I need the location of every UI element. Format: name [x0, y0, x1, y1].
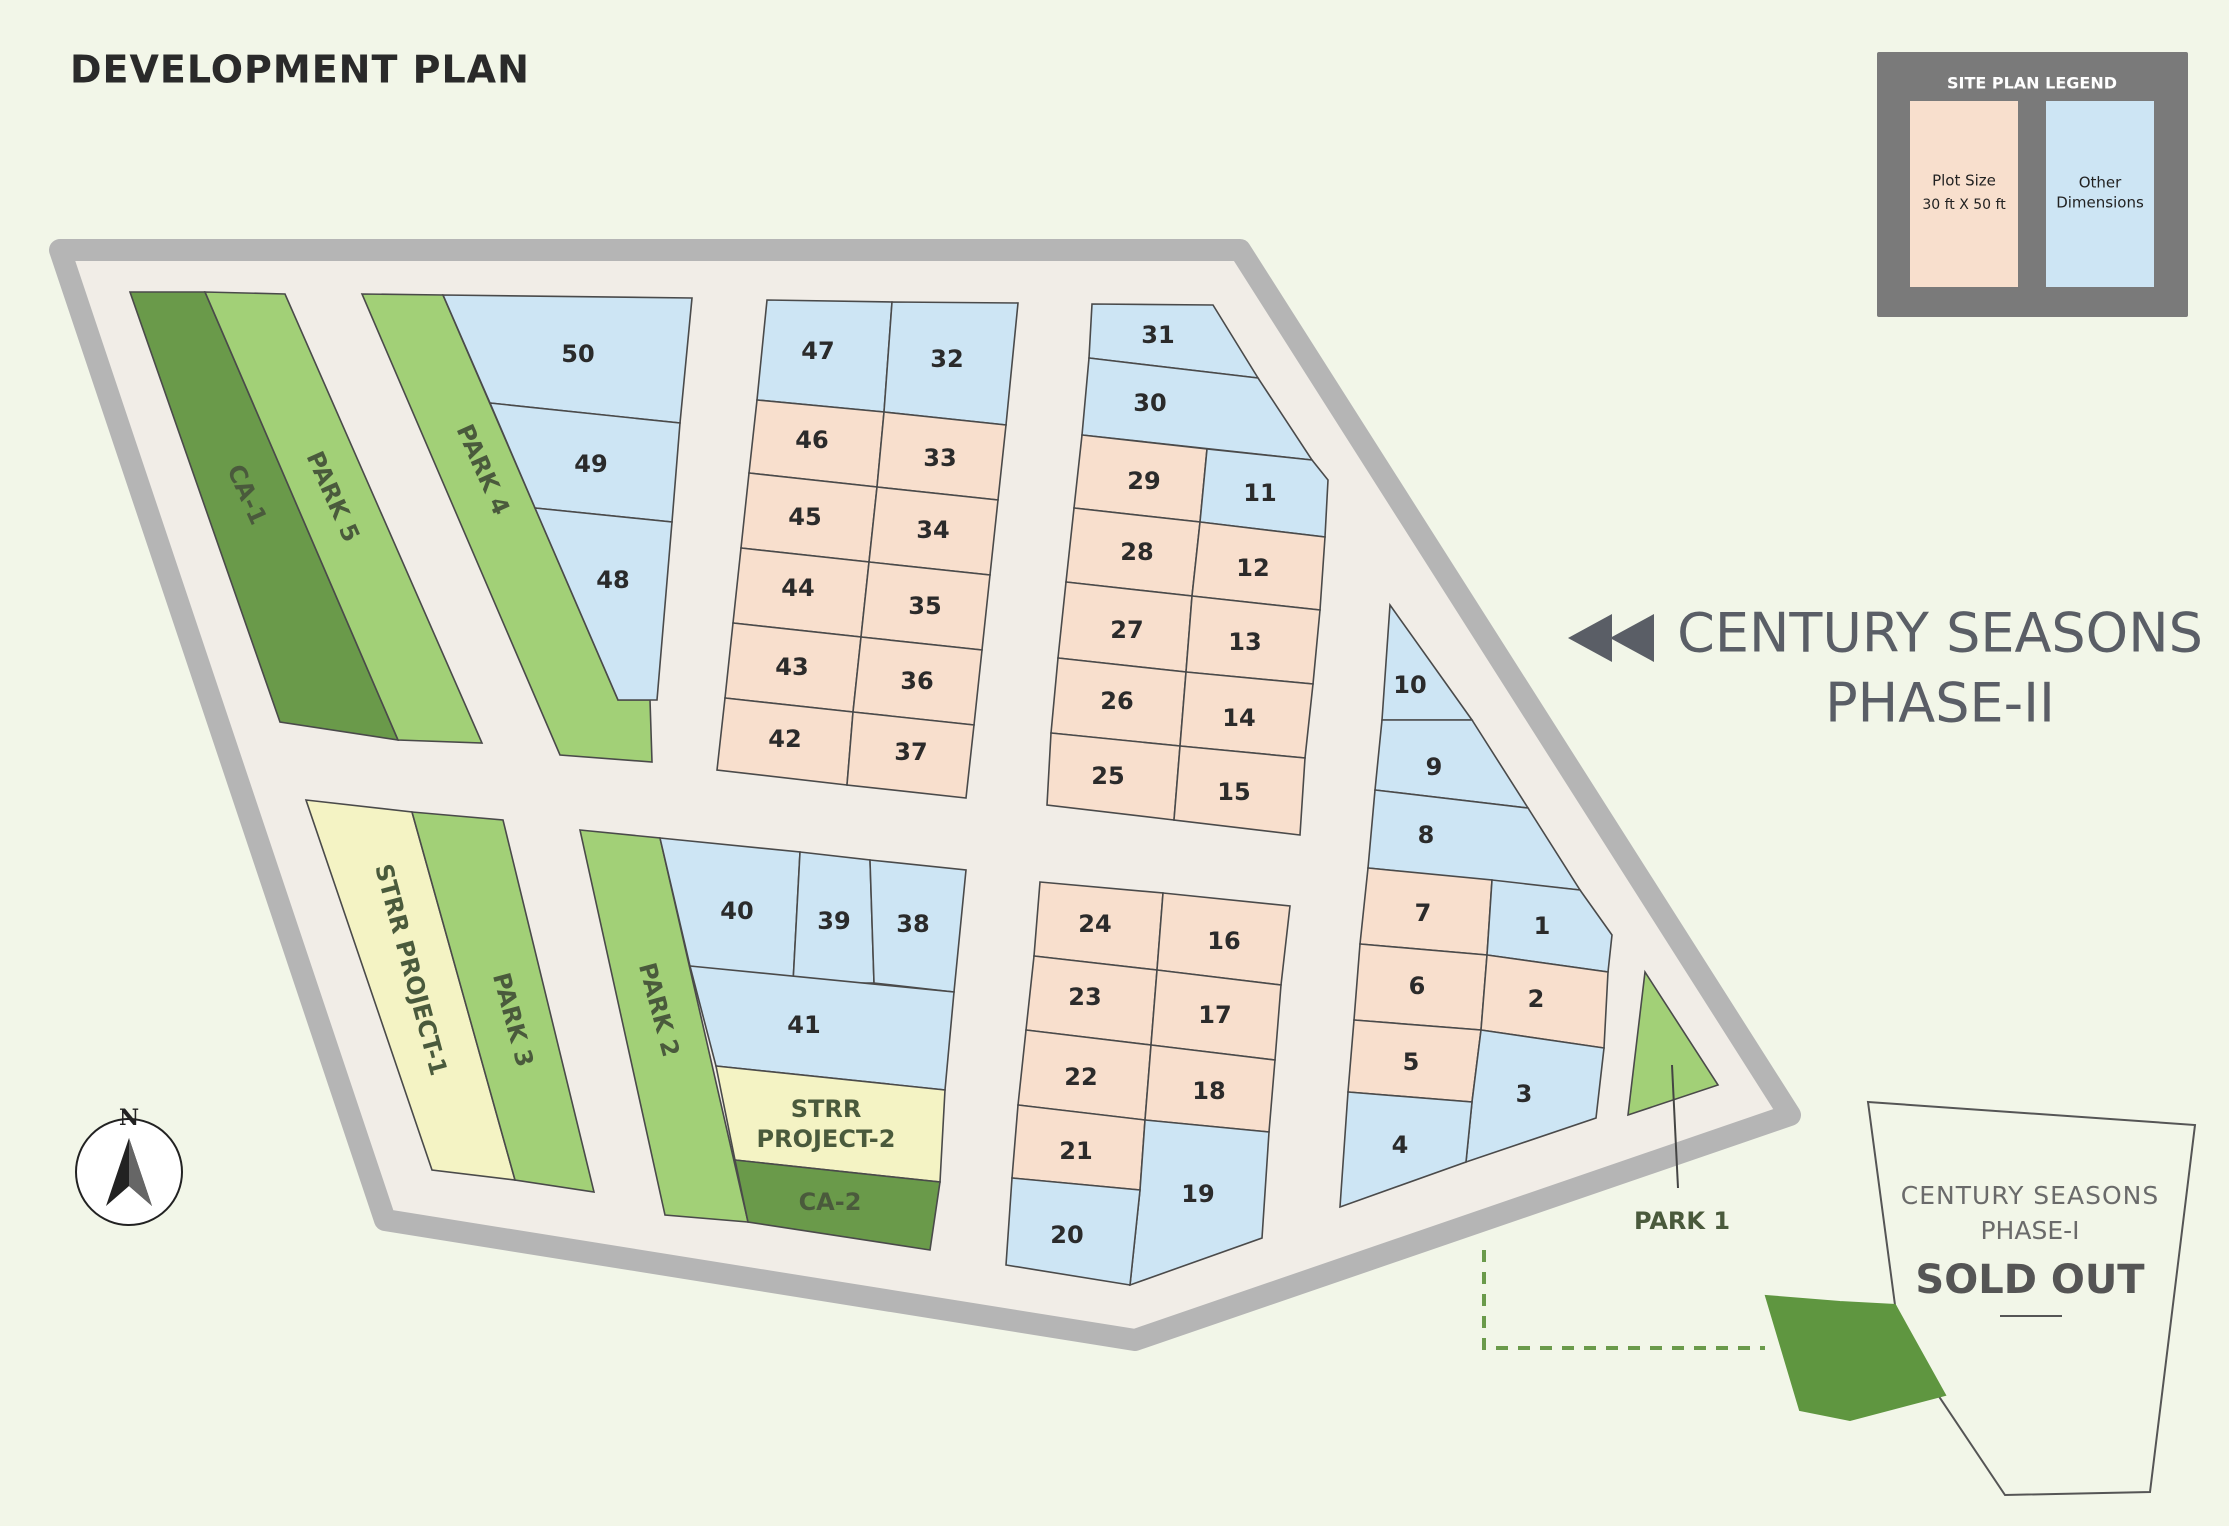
plot-32-number: 32: [930, 345, 963, 373]
plot-20-number: 20: [1050, 1221, 1083, 1249]
plot-28-number: 28: [1120, 538, 1153, 566]
label-strr-project-2-line1: STRR: [791, 1095, 862, 1123]
plot-11[interactable]: [1199, 448, 1329, 538]
plot-49-number: 49: [574, 450, 607, 478]
plot-14-number: 14: [1222, 704, 1255, 732]
plot-21-number: 21: [1059, 1137, 1092, 1165]
plot-48[interactable]: [533, 507, 673, 701]
plot-44-number: 44: [781, 574, 814, 602]
legend-plot-size-line1: Plot Size: [1932, 172, 1996, 190]
compass-north-label: N: [119, 1105, 139, 1131]
plot-39-number: 39: [817, 907, 850, 935]
area-ca-2: [733, 1159, 941, 1251]
plot-37[interactable]: [846, 711, 975, 799]
page-title: DEVELOPMENT PLAN: [70, 48, 530, 92]
park-1-pointer: [1671, 1064, 1679, 1189]
phase-1-title-line2: PHASE-I: [1980, 1216, 2079, 1245]
phase-connector-dashed: [1482, 1250, 1765, 1350]
plot-7-number: 7: [1415, 899, 1432, 927]
plot-43-number: 43: [775, 653, 808, 681]
plot-6-number: 6: [1409, 972, 1426, 1000]
plot-23-number: 23: [1068, 983, 1101, 1011]
legend-title: SITE PLAN LEGEND: [1947, 74, 2117, 93]
plot-36-number: 36: [900, 667, 933, 695]
phase-1-sold-out: SOLD OUT: [1915, 1257, 2145, 1303]
plot-42-number: 42: [768, 725, 801, 753]
plot-20[interactable]: [1005, 1177, 1141, 1286]
plot-29-number: 29: [1127, 467, 1160, 495]
plot-33-number: 33: [923, 444, 956, 472]
plot-41-number: 41: [787, 1011, 820, 1039]
label-ca-2: CA-2: [799, 1188, 862, 1216]
phase-1-title-line1: CENTURY SEASONS: [1901, 1181, 2159, 1210]
plot-48-number: 48: [596, 566, 629, 594]
phase-2-title-line2: PHASE-II: [1825, 672, 2055, 735]
plot-16-number: 16: [1207, 927, 1240, 955]
legend-plot-size-line2: 30 ft X 50 ft: [1922, 197, 2006, 213]
legend-swatch-other-dimensions: [2046, 101, 2154, 287]
plot-34-number: 34: [916, 516, 949, 544]
plot-26-number: 26: [1100, 687, 1133, 715]
site-plan-legend: SITE PLAN LEGEND Plot Size 30 ft X 50 ft…: [1877, 52, 2188, 317]
plot-40-number: 40: [720, 897, 753, 925]
plot-27-number: 27: [1110, 616, 1143, 644]
north-compass-icon: N: [75, 1105, 183, 1226]
plot-9-number: 9: [1426, 753, 1443, 781]
plot-22-number: 22: [1064, 1063, 1097, 1091]
area-park-5: [203, 291, 484, 744]
plot-17-number: 17: [1198, 1001, 1231, 1029]
plot-4[interactable]: [1339, 1091, 1473, 1209]
phase-1-green-area: [1764, 1294, 1947, 1422]
plot-12-number: 12: [1236, 554, 1269, 582]
plot-15[interactable]: [1173, 745, 1306, 836]
legend-other-line2: Dimensions: [2056, 194, 2144, 212]
plot-4-number: 4: [1392, 1131, 1409, 1159]
area-park-3: [410, 811, 596, 1193]
plot-18-number: 18: [1192, 1077, 1225, 1105]
plot-19[interactable]: [1129, 1119, 1270, 1287]
plot-37-number: 37: [894, 738, 927, 766]
label-strr-project-2-line2: PROJECT-2: [757, 1125, 896, 1153]
plot-47-number: 47: [801, 337, 834, 365]
plot-50-number: 50: [561, 340, 594, 368]
legend-other-line1: Other: [2079, 174, 2122, 192]
plot-1-number: 1: [1534, 912, 1551, 940]
plot-8-number: 8: [1418, 821, 1435, 849]
plot-2-number: 2: [1528, 985, 1545, 1013]
plot-1[interactable]: [1486, 879, 1613, 973]
plot-24-number: 24: [1078, 910, 1111, 938]
plot-3[interactable]: [1465, 1029, 1605, 1164]
plot-19-number: 19: [1181, 1180, 1214, 1208]
plot-25-number: 25: [1091, 762, 1124, 790]
plot-13-number: 13: [1228, 628, 1261, 656]
plot-11-number: 11: [1243, 479, 1276, 507]
plot-31-number: 31: [1141, 321, 1174, 349]
plot-5-number: 5: [1403, 1048, 1420, 1076]
plot-46-number: 46: [795, 426, 828, 454]
plot-10-number: 10: [1393, 671, 1426, 699]
plot-15-number: 15: [1217, 778, 1250, 806]
plot-45-number: 45: [788, 503, 821, 531]
phase-2-title-line1: CENTURY SEASONS: [1677, 602, 2203, 665]
plot-30-number: 30: [1133, 389, 1166, 417]
label-park-1: PARK 1: [1634, 1207, 1730, 1235]
direction-arrow-icon: [1568, 614, 1654, 662]
plot-35-number: 35: [908, 592, 941, 620]
plot-3-number: 3: [1516, 1080, 1533, 1108]
legend-swatch-plot-size: [1910, 101, 2018, 287]
plot-38-number: 38: [896, 910, 929, 938]
